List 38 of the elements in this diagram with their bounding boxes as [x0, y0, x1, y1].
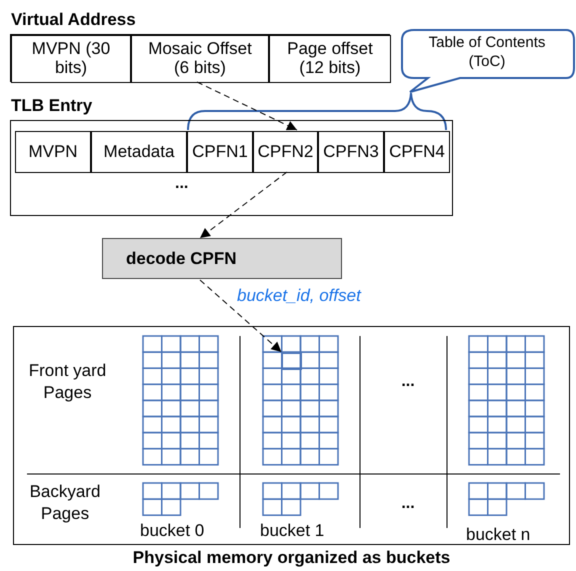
process-box — [102, 238, 342, 279]
callout-bubble — [402, 30, 574, 96]
edge-label: bucket_id, offset — [235, 286, 363, 306]
field-cell — [131, 35, 269, 83]
callout-text: Table of Contents (ToC) — [428, 34, 546, 72]
process-label: decode CPFN — [126, 249, 237, 269]
field-label: CPFN4 — [389, 142, 445, 162]
field-cell — [15, 131, 91, 173]
bucket-label: bucket 1 — [260, 520, 326, 542]
bucket-label: bucket 0 — [140, 520, 206, 542]
field-label: Mosaic Offset (6 bits) — [147, 40, 253, 78]
section-title: Physical memory organized as buckets — [132, 548, 452, 568]
arrow — [200, 172, 288, 238]
ellipsis: ... — [400, 494, 416, 514]
field-label: MVPN — [28, 142, 78, 162]
row-label: Backyard Pages — [28, 481, 102, 526]
field-label: Metadata — [104, 142, 174, 162]
field-label: CPFN2 — [258, 142, 314, 162]
bucket-label: bucket n — [466, 524, 532, 546]
field-cell — [318, 131, 384, 173]
field-label: CPFN3 — [323, 142, 379, 162]
field-cell — [384, 131, 450, 173]
arrow — [196, 82, 298, 130]
field-cell — [253, 131, 318, 173]
field-cell — [187, 131, 253, 173]
page-cell — [282, 353, 302, 370]
ellipsis: ... — [175, 175, 188, 193]
field-label: Page offset (12 bits) — [286, 40, 374, 78]
section-title: TLB Entry — [11, 96, 92, 116]
section-title: Virtual Address — [11, 10, 136, 30]
field-label: MVPN (30 bits) — [31, 40, 111, 78]
row-label: Front yard Pages — [28, 360, 108, 404]
field-cell — [91, 131, 187, 173]
ellipsis: ... — [400, 372, 416, 392]
field-cell — [11, 35, 131, 83]
field-label: CPFN1 — [192, 142, 248, 162]
arrow — [200, 280, 282, 352]
field-cell — [269, 35, 391, 83]
